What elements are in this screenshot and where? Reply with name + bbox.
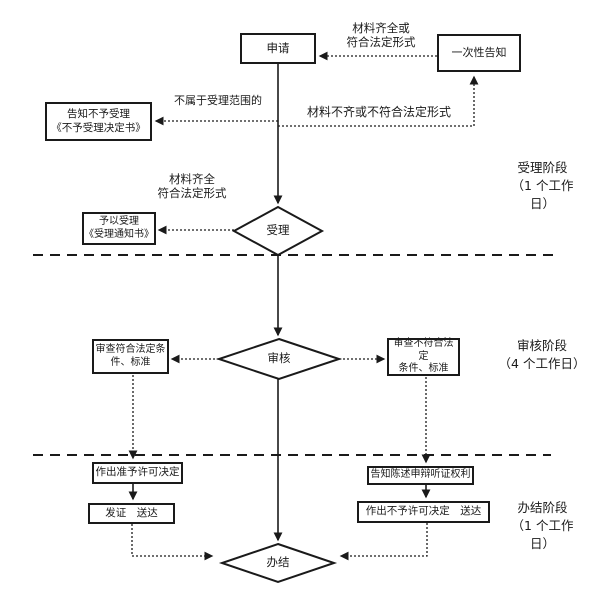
label-not-in-scope: 不属于受理范围的 (174, 94, 262, 107)
node-apply: 申请 (240, 33, 316, 64)
node-reject-notice: 告知不予受理 《不予受理决定书》 (45, 102, 152, 141)
complete-diamond (218, 542, 338, 584)
node-review-fail: 审查不符合法定 条件、标准 (387, 338, 460, 376)
node-review-pass: 审查符合法定条 件、标准 (92, 339, 169, 374)
review-check-label: 审核 (267, 351, 291, 365)
accept-check-label: 受理 (266, 223, 290, 237)
stage-label-review: 审核阶段 （4 个工作日） (498, 338, 586, 372)
node-grant-decision: 作出准予许可决定 (92, 462, 183, 484)
stage-label-complete: 办结阶段 （1 个工作 日） (511, 500, 574, 552)
node-one-time-notice: 一次性告知 (437, 34, 521, 72)
node-issue-deliver: 发证 送达 (88, 503, 175, 524)
accept-check-diamond (231, 205, 325, 257)
node-hearing-notice: 告知陈述申辩听证权利 (367, 466, 474, 485)
edge-incomplete-to-notice (278, 75, 479, 127)
review-check-diamond (215, 337, 343, 381)
node-deny-decision: 作出不予许可决定 送达 (357, 501, 490, 523)
label-materials-complete-mid: 材料齐全 符合法定形式 (157, 172, 227, 200)
label-materials-complete-top: 材料齐全或 符合法定形式 (346, 21, 416, 49)
label-materials-incomplete: 材料不齐或不符合法定形式 (306, 105, 451, 119)
stage-label-accept: 受理阶段 （1 个工作 日） (511, 160, 574, 212)
complete-label: 办结 (266, 555, 290, 569)
edge-issue-to-complete (131, 524, 214, 561)
edge-deny-to-complete (339, 523, 428, 561)
node-accept-notice: 予以受理 《受理通知书》 (82, 212, 156, 245)
